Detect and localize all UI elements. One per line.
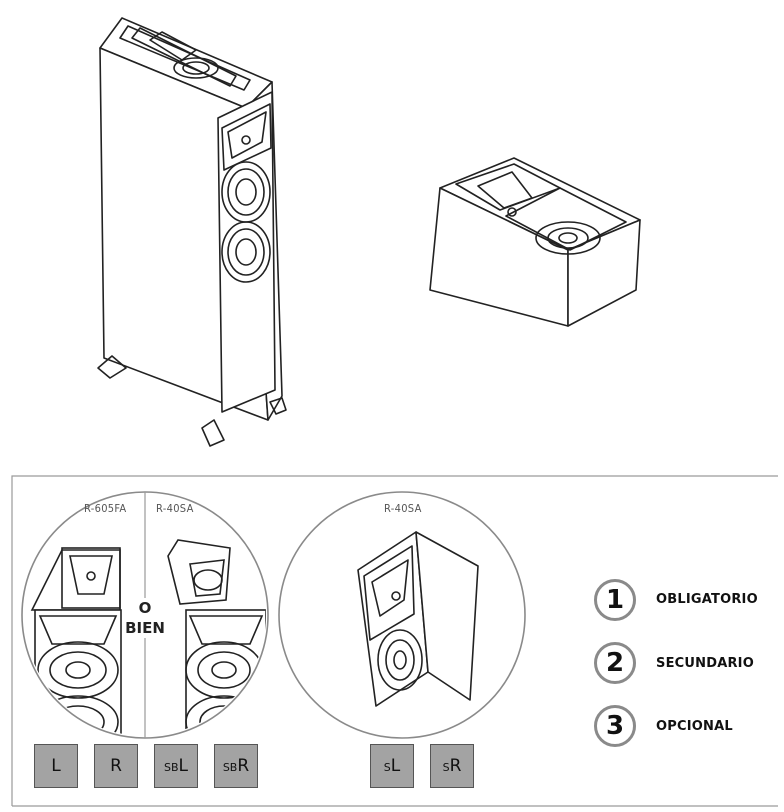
channel-chip-surround-back-left: SBL (154, 744, 198, 788)
legend-label-required: OBLIGATORIO (656, 592, 758, 607)
or-text-1: O (138, 599, 152, 617)
legend-number-3: 3 (594, 705, 636, 747)
legend-number-2: 2 (594, 642, 636, 684)
tower-speaker-drawing (97, 17, 287, 447)
channel-chip-left: L (34, 744, 78, 788)
or-separator: O BIEN (124, 598, 166, 638)
legend-label-optional: OPCIONAL (656, 719, 733, 734)
legend-label-secondary: SECUNDARIO (656, 656, 754, 671)
channel-chip-surround-right: SR (430, 744, 474, 788)
label-front-elevation-model: R-40SA (156, 502, 194, 515)
configuration-panel (11, 475, 778, 807)
channel-chip-right: R (94, 744, 138, 788)
label-surround-elevation-model: R-40SA (384, 502, 422, 515)
elevation-speaker-drawing (429, 157, 641, 327)
channel-chip-surround-left: SL (370, 744, 414, 788)
or-text-2: BIEN (125, 619, 165, 637)
legend-number-1: 1 (594, 579, 636, 621)
channel-chip-surround-back-right: SBR (214, 744, 258, 788)
surround-elevation-closeup (357, 531, 479, 707)
label-front-tower-model: R-605FA (84, 502, 127, 515)
